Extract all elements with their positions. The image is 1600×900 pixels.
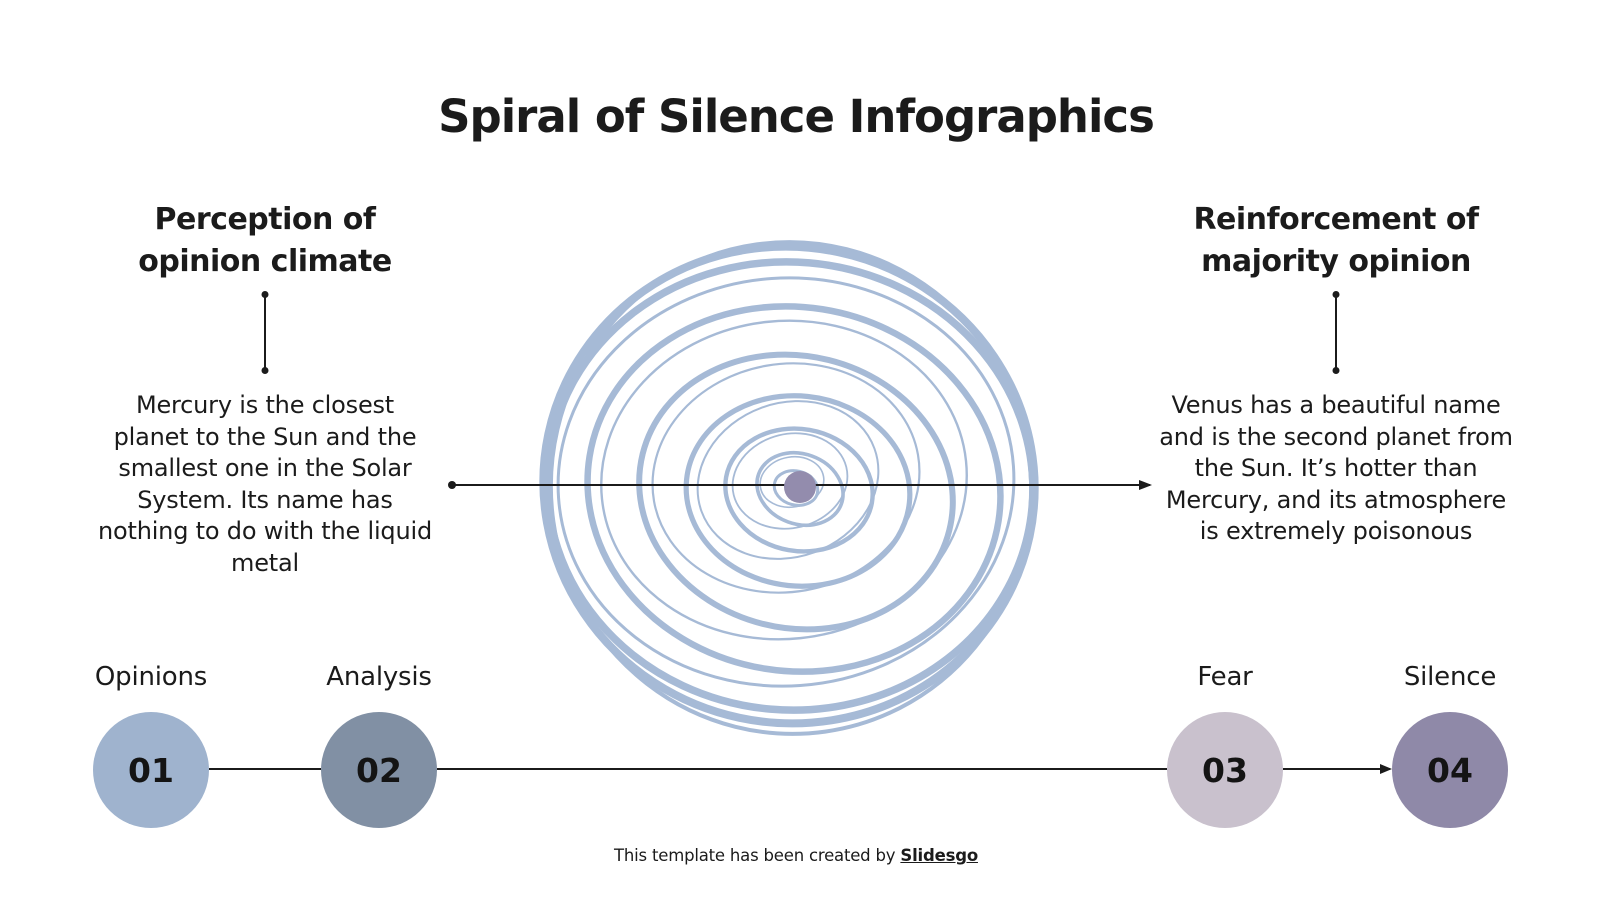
left-connector-line [264, 294, 266, 371]
step-circle-01: 01 [93, 712, 209, 828]
step-circle-04: 04 [1392, 712, 1508, 828]
right-section: Reinforcement of majority opinion Venus … [1155, 199, 1517, 548]
slidesgo-link[interactable]: Slidesgo [900, 846, 978, 865]
connector-line-01-02 [209, 768, 321, 770]
step-label-analysis: Analysis [326, 662, 432, 692]
step-circle-02: 02 [321, 712, 437, 828]
left-section: Perception of opinion climate Mercury is… [95, 199, 435, 580]
connector-line-02-03 [437, 768, 1167, 770]
step-circle-03: 03 [1167, 712, 1283, 828]
page-title: Spiral of Silence Infographics [438, 90, 1155, 143]
spiral-graphic [539, 226, 1039, 754]
step-label-opinions: Opinions [94, 662, 208, 692]
right-heading: Reinforcement of majority opinion [1193, 202, 1479, 279]
left-heading: Perception of opinion climate [138, 202, 392, 279]
left-body-text: Mercury is the closest planet to the Sun… [98, 391, 432, 577]
step-label-fear: Fear [1197, 662, 1253, 692]
step-label-silence: Silence [1403, 662, 1497, 692]
right-connector-line [1335, 294, 1337, 371]
right-body-text: Venus has a beautiful name and is the se… [1159, 391, 1513, 546]
spiral-center-dot [784, 471, 816, 503]
connector-arrow-03-04 [1283, 764, 1392, 774]
footer-credit: This template has been created by Slides… [0, 846, 1592, 865]
footer-text: This template has been created by [614, 846, 896, 865]
